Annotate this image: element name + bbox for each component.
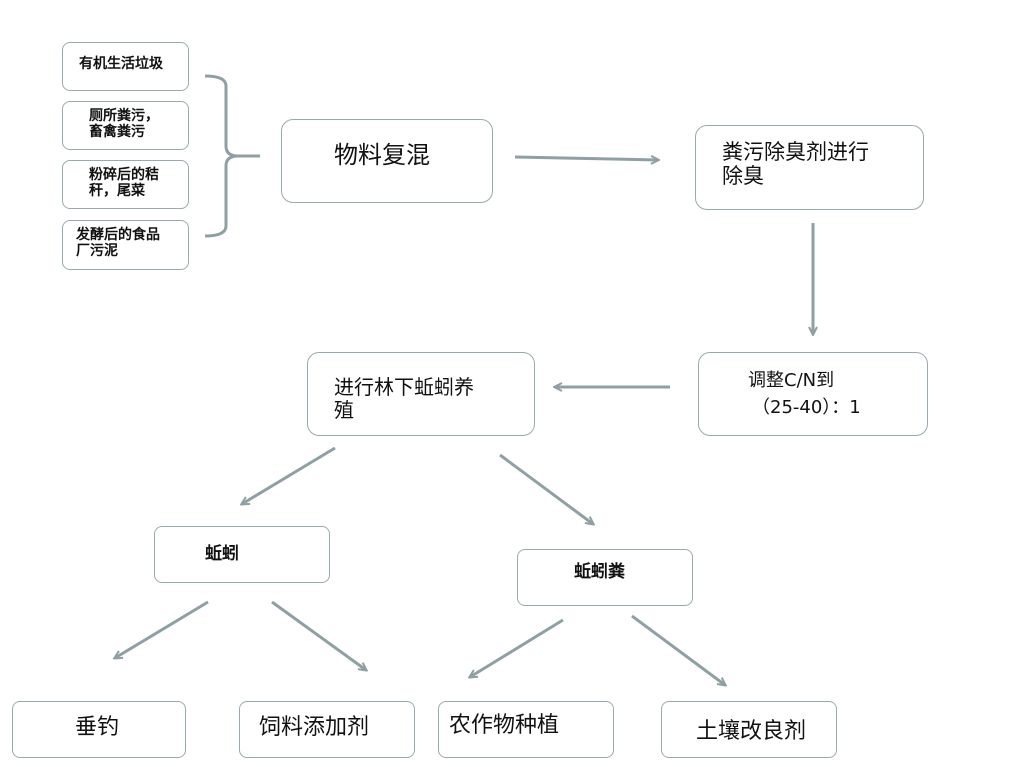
arrow-breeding-to-castings	[499, 453, 593, 524]
arrow-breeding-to-earthworm	[242, 446, 336, 504]
input-label-manure: 厕所粪污， 畜禽粪污	[89, 108, 159, 141]
step-label-mix: 物料复混	[334, 141, 430, 169]
input-box-household-waste	[62, 42, 189, 91]
step-label-adjust-line1: 调整C/N到	[748, 370, 835, 392]
product-label-earthworm: 蚯蚓	[205, 544, 239, 564]
use-box-feed-additive	[239, 701, 415, 758]
arrow-mix-to-deodorize	[514, 157, 658, 160]
adjust-line1-text: 调整C/N到	[748, 370, 835, 391]
input-label-straw: 粉碎后的秸 秆，尾菜	[89, 167, 159, 200]
step-label-breeding: 进行林下蚯蚓养 殖	[334, 375, 474, 422]
product-box-castings	[517, 549, 693, 606]
arrow-castings-to-crop	[470, 618, 564, 677]
input-label-sludge: 发酵后的食品 厂污泥	[76, 227, 160, 260]
use-box-fishing	[12, 701, 186, 758]
arrow-castings-to-soil	[631, 614, 725, 685]
product-box-earthworm	[154, 526, 330, 583]
use-label-soil-conditioner: 土壤改良剂	[696, 719, 807, 744]
input-box-straw	[62, 160, 189, 209]
adjust-line2-text: （25-40）：1	[752, 397, 861, 418]
product-label-castings: 蚯蚓粪	[574, 562, 625, 582]
step-label-adjust-line2: （25-40）：1	[752, 397, 861, 419]
use-box-crop-planting	[438, 701, 614, 758]
arrow-earthworm-to-fishing	[115, 600, 209, 658]
step-label-deodorize: 粪污除臭剂进行 除臭	[722, 140, 869, 189]
use-label-feed-additive: 饲料添加剂	[259, 715, 370, 740]
input-bracket	[204, 74, 260, 238]
input-box-manure	[62, 101, 189, 150]
step-box-adjust	[698, 352, 928, 436]
input-box-sludge	[62, 220, 189, 270]
use-label-crop-planting: 农作物种植	[449, 713, 560, 738]
step-box-deodorize	[695, 125, 924, 210]
use-label-fishing: 垂钓	[75, 715, 120, 740]
use-box-soil-conditioner	[661, 701, 837, 758]
step-box-breeding	[307, 352, 535, 436]
step-box-mix	[281, 119, 493, 203]
arrow-earthworm-to-feed	[271, 600, 366, 670]
input-label-household-waste: 有机生活垃圾	[79, 56, 163, 72]
